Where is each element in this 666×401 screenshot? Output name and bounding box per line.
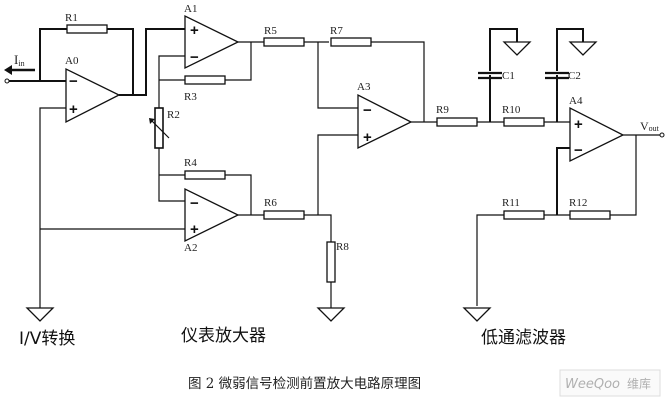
r6-right-wire — [304, 214, 332, 242]
r5-label: R5 — [264, 25, 277, 37]
input-current-label: Iin — [14, 52, 25, 68]
a1-minus-sign: − — [190, 49, 199, 66]
a2-label: A2 — [184, 242, 197, 254]
a3-plus-sign: + — [363, 129, 372, 146]
resistor-r6 — [263, 210, 305, 220]
watermark-brand: WeeQoo — [565, 377, 620, 392]
resistor-r8 — [326, 241, 336, 283]
r6-label: R6 — [264, 197, 277, 209]
input-terminal — [4, 78, 10, 84]
r4-label: R4 — [184, 157, 197, 169]
resistor-r1 — [66, 24, 108, 34]
section-label-inamp: 仪表放大器 — [181, 326, 266, 346]
c2-label: C2 — [568, 70, 581, 82]
resistor-r3 — [184, 75, 226, 85]
output-terminal — [659, 132, 665, 138]
r4-right-wire — [225, 174, 252, 215]
output-voltage-label: Vout — [640, 119, 660, 133]
a0-plus-sign: + — [69, 101, 78, 118]
a1-plus-sign: + — [190, 22, 199, 39]
c1-upper-wire — [489, 28, 518, 71]
a2-plus-sign: + — [190, 221, 199, 238]
a4-minus-wire — [556, 147, 570, 215]
input-current-arrow-icon — [4, 65, 35, 75]
resistor-r5 — [263, 37, 305, 47]
ground-icon — [502, 41, 532, 56]
watermark-suffix: 维库 — [627, 376, 651, 391]
a0-output-wire — [119, 28, 185, 96]
c1-label: C1 — [502, 70, 515, 82]
r11-label: R11 — [502, 197, 520, 209]
figure-caption: 图 2 微弱信号检测前置放大电路原理图 — [188, 375, 421, 392]
r3-right-wire — [225, 42, 252, 81]
a2-minus-wire — [158, 148, 185, 202]
a3-label: A3 — [357, 81, 371, 93]
a3-plus-wire — [317, 134, 358, 215]
resistor-r7 — [330, 37, 372, 47]
resistor-r4 — [184, 170, 226, 180]
a2-minus-sign: − — [190, 195, 199, 212]
resistor-r9 — [436, 117, 478, 127]
a0-label: A0 — [65, 55, 79, 67]
a3-minus-sign: − — [363, 102, 372, 119]
r9-label: R9 — [436, 104, 449, 116]
instrumentation-amplifier-stage: A1 + − R3 R2 R4 A2 − + R5 — [149, 3, 437, 346]
a4-plus-sign: + — [574, 116, 583, 133]
resistor-r11 — [503, 210, 545, 220]
r1-left-wire — [39, 28, 67, 81]
r1-label: R1 — [65, 12, 78, 24]
a4-minus-sign: − — [574, 142, 583, 159]
c2-upper-wire — [556, 28, 584, 71]
opamp-a2 — [184, 187, 240, 243]
opamp-a3 — [357, 93, 413, 150]
r8-label: R8 — [336, 241, 349, 253]
opamp-a0 — [65, 67, 121, 124]
ground-icon — [462, 307, 492, 322]
watermark: WeeQoo 维库 — [559, 369, 661, 397]
r10-label: R10 — [502, 104, 521, 116]
resistor-r12 — [569, 210, 611, 220]
a3-minus-wire — [317, 42, 358, 109]
ground-icon — [25, 307, 55, 322]
r11-left-wire — [476, 214, 504, 306]
a0-minus-sign: − — [69, 73, 78, 90]
r3-label: R3 — [184, 91, 197, 103]
iv-converter-stage: Iin R1 A0 − + I/V转换 — [4, 12, 185, 349]
section-label-iv: I/V转换 — [19, 329, 75, 349]
a4-label: A4 — [569, 95, 583, 107]
r2-label: R2 — [167, 109, 180, 121]
r1-right-wire — [107, 28, 134, 95]
variable-arrow-icon — [149, 118, 170, 139]
r7-label: R7 — [330, 25, 343, 37]
ground-icon — [568, 41, 598, 56]
a0-plus-ground-wire — [39, 107, 66, 305]
a1-label: A1 — [184, 3, 197, 15]
watermark-box — [559, 369, 661, 397]
a4-feedback-wire — [610, 135, 637, 216]
r7-right-wire — [371, 41, 425, 122]
a1-minus-wire — [158, 55, 185, 108]
section-label-lpf: 低通滤波器 — [481, 328, 566, 348]
opamp-a1 — [184, 14, 240, 70]
ground-icon — [316, 307, 346, 322]
r12-label: R12 — [569, 197, 587, 209]
resistor-r10 — [503, 117, 545, 127]
opamp-a4 — [569, 106, 625, 163]
low-pass-filter-stage: R9 R10 C1 C2 A4 + − Vout R11 — [436, 28, 665, 348]
